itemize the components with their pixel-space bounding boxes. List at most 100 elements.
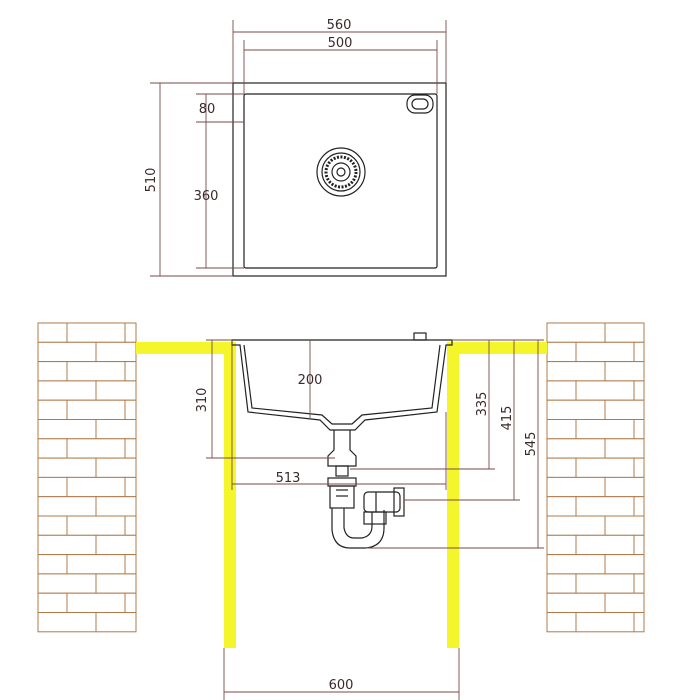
brick: [66, 592, 126, 614]
brick: [604, 476, 645, 498]
brick: [546, 554, 606, 575]
sink-inner-outline: [243, 93, 438, 269]
brick: [124, 515, 137, 536]
brick: [37, 476, 68, 498]
brick: [95, 341, 137, 363]
dim-600: 600: [223, 648, 460, 700]
brick: [633, 534, 645, 556]
brick: [37, 399, 68, 421]
sink-outer-outline: [232, 82, 447, 277]
brick: [633, 573, 645, 594]
brick: [546, 322, 606, 343]
dim-500-label: 500: [328, 36, 353, 51]
brick: [604, 399, 645, 421]
brick: [575, 419, 635, 440]
dim-415-label: 415: [500, 406, 515, 431]
right-cabinet-wall: [447, 342, 459, 648]
brick: [95, 534, 137, 556]
brick: [633, 419, 645, 440]
brick: [124, 322, 137, 343]
brick: [604, 322, 645, 343]
dim-560: 560: [232, 18, 447, 83]
brick: [546, 573, 577, 594]
brick: [633, 341, 645, 363]
dim-310-label: 310: [195, 388, 210, 413]
brick: [66, 438, 126, 459]
brick: [575, 380, 635, 401]
dim-545: 545: [366, 339, 544, 549]
brick: [575, 573, 635, 594]
brick: [575, 496, 635, 517]
brick: [546, 457, 577, 478]
brick: [95, 457, 137, 478]
dim-600-label: 600: [329, 678, 354, 693]
brick: [575, 534, 635, 556]
brick: [575, 612, 635, 633]
brick: [66, 476, 126, 498]
brick: [66, 361, 126, 382]
dim-545-label: 545: [524, 432, 539, 457]
brick: [37, 341, 97, 363]
brick: [37, 534, 97, 556]
brick: [575, 341, 635, 363]
dim-360-label: 360: [194, 189, 219, 204]
brick: [575, 457, 635, 478]
dim-415: 415: [404, 339, 520, 501]
brick: [95, 573, 137, 594]
brick: [633, 457, 645, 478]
brick: [95, 612, 137, 633]
brick: [37, 438, 68, 459]
brick: [124, 476, 137, 498]
left-brick-wall: [37, 322, 137, 633]
dim-200-label: 200: [298, 373, 323, 388]
brick: [37, 361, 68, 382]
brick: [604, 515, 645, 536]
brick: [37, 380, 97, 401]
brick: [546, 612, 577, 633]
dim-360: 360: [194, 122, 244, 269]
dim-310: 310: [195, 339, 335, 459]
left-cabinet-wall: [224, 342, 236, 648]
brick: [546, 399, 606, 421]
brick: [604, 361, 645, 382]
brick: [546, 534, 577, 556]
dim-500: 500: [243, 36, 438, 94]
top-view: 560 500 510 80 360: [144, 18, 447, 277]
brick: [124, 554, 137, 575]
brick: [546, 496, 577, 517]
dim-510: 510: [144, 82, 233, 277]
brick: [546, 361, 606, 382]
brick: [37, 515, 68, 536]
siphon-trap: [327, 430, 405, 549]
brick: [546, 419, 577, 440]
side-view: 200 310 335 415 545: [37, 322, 645, 700]
dim-200: 200: [298, 340, 323, 418]
brick: [124, 592, 137, 614]
overflow-icon: [406, 94, 434, 114]
brick: [604, 438, 645, 459]
brick: [546, 380, 577, 401]
brick: [633, 380, 645, 401]
brick: [124, 361, 137, 382]
brick: [604, 592, 645, 614]
brick: [66, 322, 126, 343]
brick: [95, 496, 137, 517]
brick: [66, 399, 126, 421]
dim-335: 335: [350, 339, 495, 470]
brick: [546, 515, 606, 536]
brick: [37, 573, 97, 594]
dim-335-label: 335: [475, 392, 490, 417]
brick: [546, 438, 606, 459]
dim-560-label: 560: [327, 18, 352, 33]
dim-80-label: 80: [199, 102, 216, 117]
brick: [546, 592, 606, 614]
brick: [124, 438, 137, 459]
brick: [37, 322, 68, 343]
right-brick-wall: [546, 322, 645, 633]
dim-510-label: 510: [144, 168, 159, 193]
brick: [37, 419, 97, 440]
brick: [37, 612, 97, 633]
drain-icon: [316, 147, 366, 197]
brick: [546, 341, 577, 363]
